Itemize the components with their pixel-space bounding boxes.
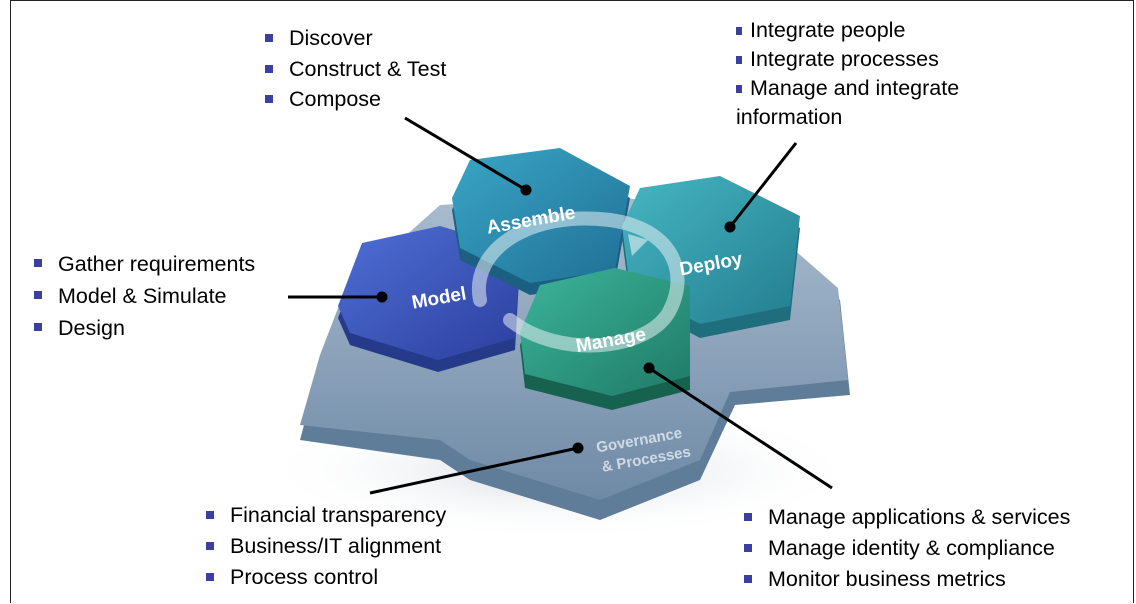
- bullet-icon: [736, 85, 742, 93]
- bullet-icon: [206, 511, 214, 519]
- bullet-icon: [736, 56, 742, 64]
- list-item: Financial transparency: [206, 500, 446, 531]
- lifecycle-flow-arrowhead: [628, 234, 648, 256]
- bullet-icon: [744, 544, 752, 552]
- list-item: Monitor business metrics: [744, 564, 1070, 595]
- slide-frame: [10, 0, 1134, 603]
- governance-task-list: Financial transparency Business/IT align…: [206, 500, 446, 593]
- assemble-callout-dot: [520, 184, 532, 196]
- list-item: Compose: [265, 84, 446, 115]
- list-item-text: Model & Simulate: [58, 284, 227, 308]
- bullet-icon: [206, 542, 214, 550]
- manage-task-list: Manage applications & services Manage id…: [744, 502, 1070, 595]
- deploy-callout-dot: [724, 221, 736, 233]
- list-item-text: Manage applications & services: [768, 505, 1071, 529]
- list-item: Manage identity & compliance: [744, 533, 1070, 564]
- list-item-text: Compose: [289, 87, 382, 111]
- bullet-icon: [265, 64, 273, 73]
- bullet-icon: [206, 573, 214, 581]
- list-item-text: Manage and integrate: [750, 76, 960, 100]
- list-item: Manage and integrate: [736, 74, 959, 103]
- list-item: Model & Simulate: [34, 280, 255, 312]
- manage-callout-line: [648, 366, 833, 490]
- assemble-callout-line: [404, 116, 527, 192]
- deploy-callout-line: [728, 142, 798, 228]
- list-item: Process control: [206, 562, 446, 593]
- list-item: Integrate processes: [736, 45, 959, 74]
- list-item: Discover: [265, 23, 446, 54]
- bullet-icon: [34, 259, 42, 267]
- governance-callout-line: [369, 446, 579, 495]
- list-item-text: Financial transparency: [230, 503, 447, 527]
- bullet-icon: [265, 34, 273, 42]
- list-item-text: Monitor business metrics: [768, 567, 1006, 591]
- governance-callout-dot: [572, 442, 584, 454]
- list-item-text: Integrate processes: [750, 47, 939, 71]
- list-item-text: Gather requirements: [58, 252, 256, 276]
- bullet-icon: [744, 513, 752, 521]
- list-item-text: information: [736, 105, 843, 129]
- bullet-icon: [265, 95, 273, 103]
- manage-callout-dot: [643, 362, 655, 374]
- list-item-text: Business/IT alignment: [230, 534, 442, 558]
- list-item-text: Construct & Test: [289, 56, 447, 81]
- list-item: Gather requirements: [34, 248, 255, 280]
- list-item: Manage applications & services: [744, 502, 1070, 533]
- assemble-task-list: Discover Construct & Test Compose: [265, 23, 446, 115]
- list-item-text: Process control: [230, 565, 379, 589]
- list-item: Integrate people: [736, 16, 959, 45]
- bullet-icon: [34, 291, 42, 299]
- bullet-icon: [736, 27, 742, 35]
- list-item-text: Integrate people: [750, 18, 906, 42]
- list-item: Construct & Test: [265, 54, 446, 85]
- list-item: Business/IT alignment: [206, 531, 446, 562]
- model-callout-dot: [376, 291, 388, 303]
- list-item-text: Discover: [289, 26, 373, 50]
- list-item-continuation: information: [736, 103, 959, 132]
- bullet-icon: [744, 575, 752, 583]
- model-task-list: Gather requirements Model & Simulate Des…: [34, 248, 255, 344]
- bullet-icon: [34, 323, 42, 331]
- lifecycle-flow-arrow: [471, 211, 685, 353]
- deploy-task-list: Integrate people Integrate processes Man…: [736, 16, 959, 132]
- list-item: Design: [34, 312, 255, 344]
- list-item-text: Design: [58, 316, 125, 340]
- list-item-text: Manage identity & compliance: [768, 536, 1055, 560]
